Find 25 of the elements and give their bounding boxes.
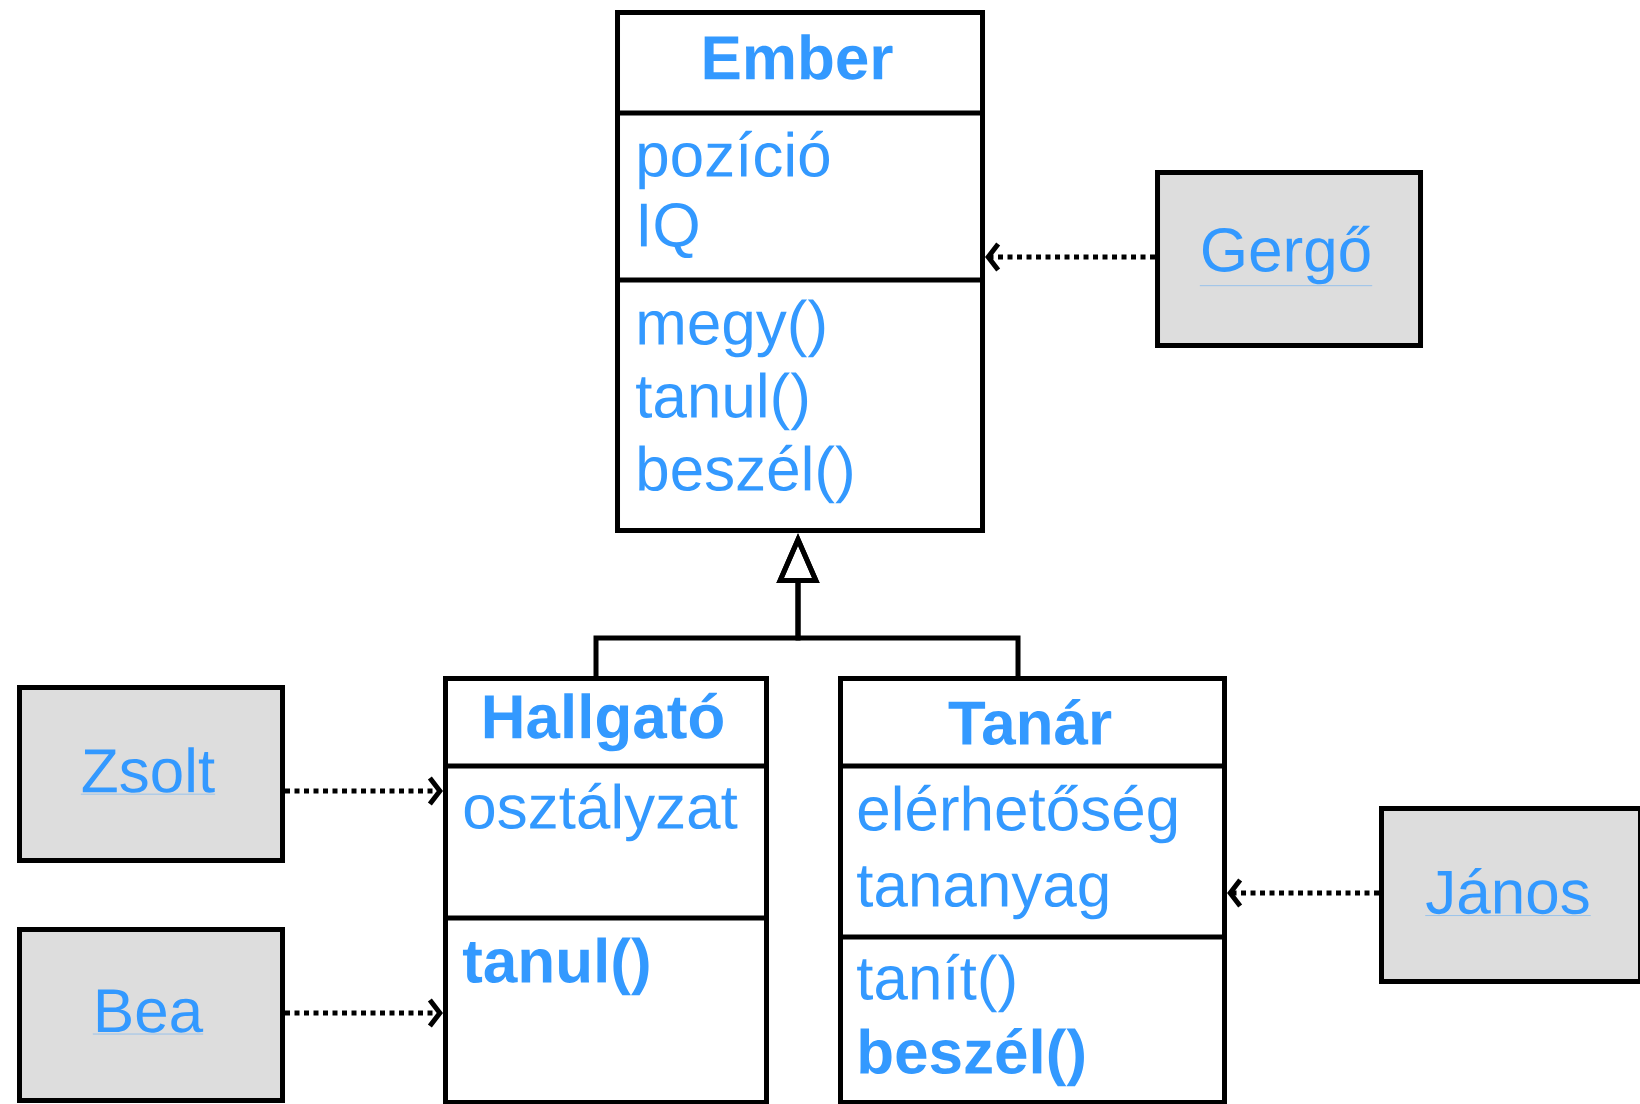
attribute-text: elérhetőség xyxy=(858,784,1177,844)
method-text: megy() xyxy=(639,299,825,358)
object-box: János xyxy=(1379,806,1640,984)
attribute-text: osztályzat xyxy=(464,782,738,842)
method-text: tanul() xyxy=(462,937,649,996)
class-name: Hallgató xyxy=(484,692,723,752)
class-box xyxy=(443,676,769,1104)
attribute-text: IQ xyxy=(640,203,698,259)
class-box xyxy=(838,676,1227,1104)
method-text: tanít() xyxy=(857,953,1015,1013)
attribute-text: pozíció xyxy=(639,130,829,190)
class-box xyxy=(615,10,985,533)
dotted-arrow xyxy=(285,776,443,806)
object-box: Zsolt xyxy=(17,685,285,863)
object-box: Gergő xyxy=(1155,170,1423,348)
object-box: Bea xyxy=(17,927,285,1103)
dotted-arrow xyxy=(285,998,443,1028)
method-text: tanul() xyxy=(636,372,808,431)
method-text: beszél() xyxy=(639,444,852,504)
dotted-arrow xyxy=(985,242,1155,272)
method-text: beszél() xyxy=(860,1027,1084,1087)
dotted-arrow xyxy=(1227,878,1379,908)
attribute-text: tananyag xyxy=(857,866,1108,920)
class-name: Tanár xyxy=(948,699,1112,746)
class-name: Ember xyxy=(704,34,893,80)
